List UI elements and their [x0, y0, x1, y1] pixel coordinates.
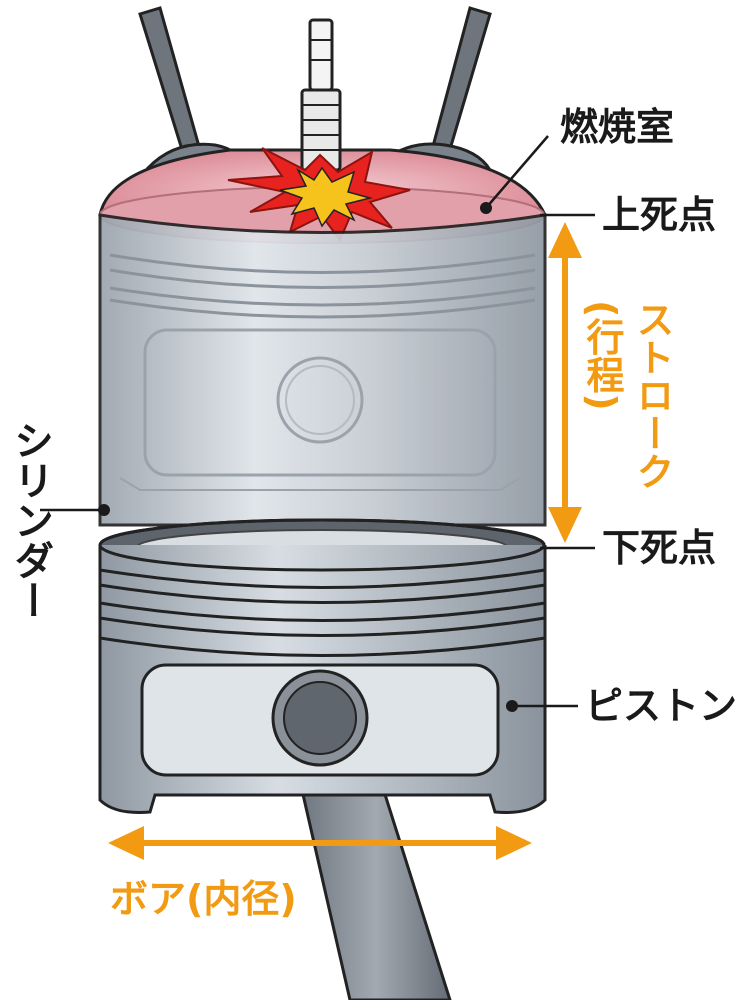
- spark-explosion: [227, 147, 411, 242]
- label-piston: ピストン: [585, 684, 737, 728]
- pointer-cylinder: [40, 504, 110, 516]
- piston: [98, 518, 547, 814]
- label-top-dead-center: 上死点: [602, 193, 716, 237]
- connecting-rod: [300, 783, 452, 1000]
- label-cylinder: シリンダー: [7, 420, 53, 620]
- label-combustion-chamber: 燃焼室: [560, 105, 674, 149]
- pointer-combustion-chamber: [480, 135, 549, 214]
- cylinder-body: [98, 213, 547, 527]
- label-bore: ボア(内径): [110, 877, 297, 921]
- bore-arrow: [108, 826, 532, 860]
- pointer-piston: [506, 700, 578, 712]
- label-stroke-paren: (行程): [580, 300, 624, 411]
- label-stroke: ストローク: [630, 300, 674, 490]
- spark-plug: [300, 18, 342, 172]
- stroke-arrow: [548, 222, 582, 543]
- label-bottom-dead-center: 下死点: [602, 526, 716, 570]
